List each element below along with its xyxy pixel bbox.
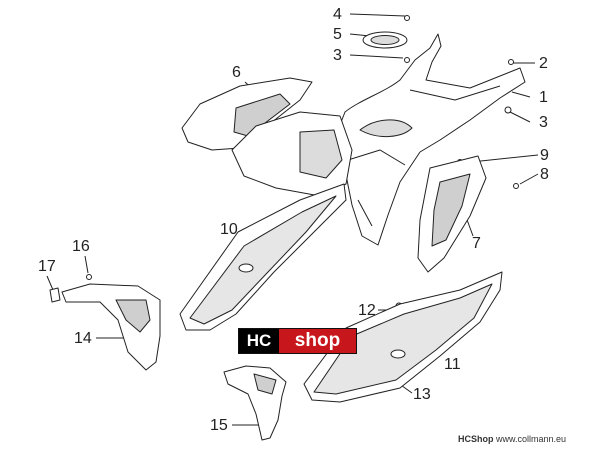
part-5-screw <box>404 15 410 21</box>
callout-15: 15 <box>210 417 228 434</box>
part-2-screw <box>508 59 514 65</box>
footer-credit: HCShop www.collmann.eu <box>458 434 566 444</box>
footer-site: www.collmann.eu <box>496 434 567 444</box>
callout-16: 16 <box>72 238 90 255</box>
callout-17: 17 <box>38 258 56 275</box>
callout-8: 8 <box>540 166 549 183</box>
leader-16 <box>84 255 89 274</box>
callout-3-top: 3 <box>333 47 342 64</box>
footer-brand: HCShop <box>458 434 494 444</box>
part-14-detail <box>115 299 151 333</box>
part-16-screw <box>86 274 92 280</box>
part-10-plug <box>238 263 254 273</box>
hcshop-logo: HC shop <box>238 328 357 354</box>
part-15-detail <box>253 373 277 395</box>
part-8-screw <box>513 183 519 189</box>
part-inner-left-recess <box>299 129 343 179</box>
callout-4: 5 <box>333 26 342 43</box>
part-1-center-opening <box>359 119 413 137</box>
part-3-screw-top <box>404 57 410 63</box>
callout-12: 12 <box>358 302 376 319</box>
callout-10: 10 <box>220 221 238 238</box>
leader-3-right <box>509 111 531 123</box>
part-14-left-lower-cover <box>61 283 161 371</box>
leader-17 <box>46 275 54 291</box>
part-3-screw-right <box>504 106 512 114</box>
callout-1: 1 <box>539 89 548 106</box>
part-10-mat <box>189 195 337 325</box>
logo-shop-text: shop <box>279 329 356 353</box>
logo-hc-text: HC <box>239 329 279 353</box>
callout-5: 4 <box>333 6 342 23</box>
part-1-center-cover <box>319 33 526 246</box>
callout-7: 7 <box>472 235 481 252</box>
callout-11: 11 <box>444 356 461 373</box>
leader-1 <box>511 91 531 98</box>
part-1-detail-lines <box>347 85 501 227</box>
leader-3-top <box>349 54 404 59</box>
callout-3-right: 3 <box>539 114 548 131</box>
leader-5 <box>349 13 406 17</box>
callout-14: 14 <box>74 330 92 347</box>
callout-2: 2 <box>539 55 548 72</box>
part-4-ring-inner <box>370 35 400 45</box>
callout-6: 6 <box>232 64 241 81</box>
leader-8 <box>519 173 539 185</box>
callout-13: 13 <box>413 386 431 403</box>
part-7-grille-mesh <box>431 173 471 247</box>
callout-9: 9 <box>540 147 549 164</box>
part-6-grille <box>233 93 291 137</box>
part-17-bracket <box>49 287 61 303</box>
part-11-plug <box>390 349 406 359</box>
part-11-mat <box>313 283 493 395</box>
